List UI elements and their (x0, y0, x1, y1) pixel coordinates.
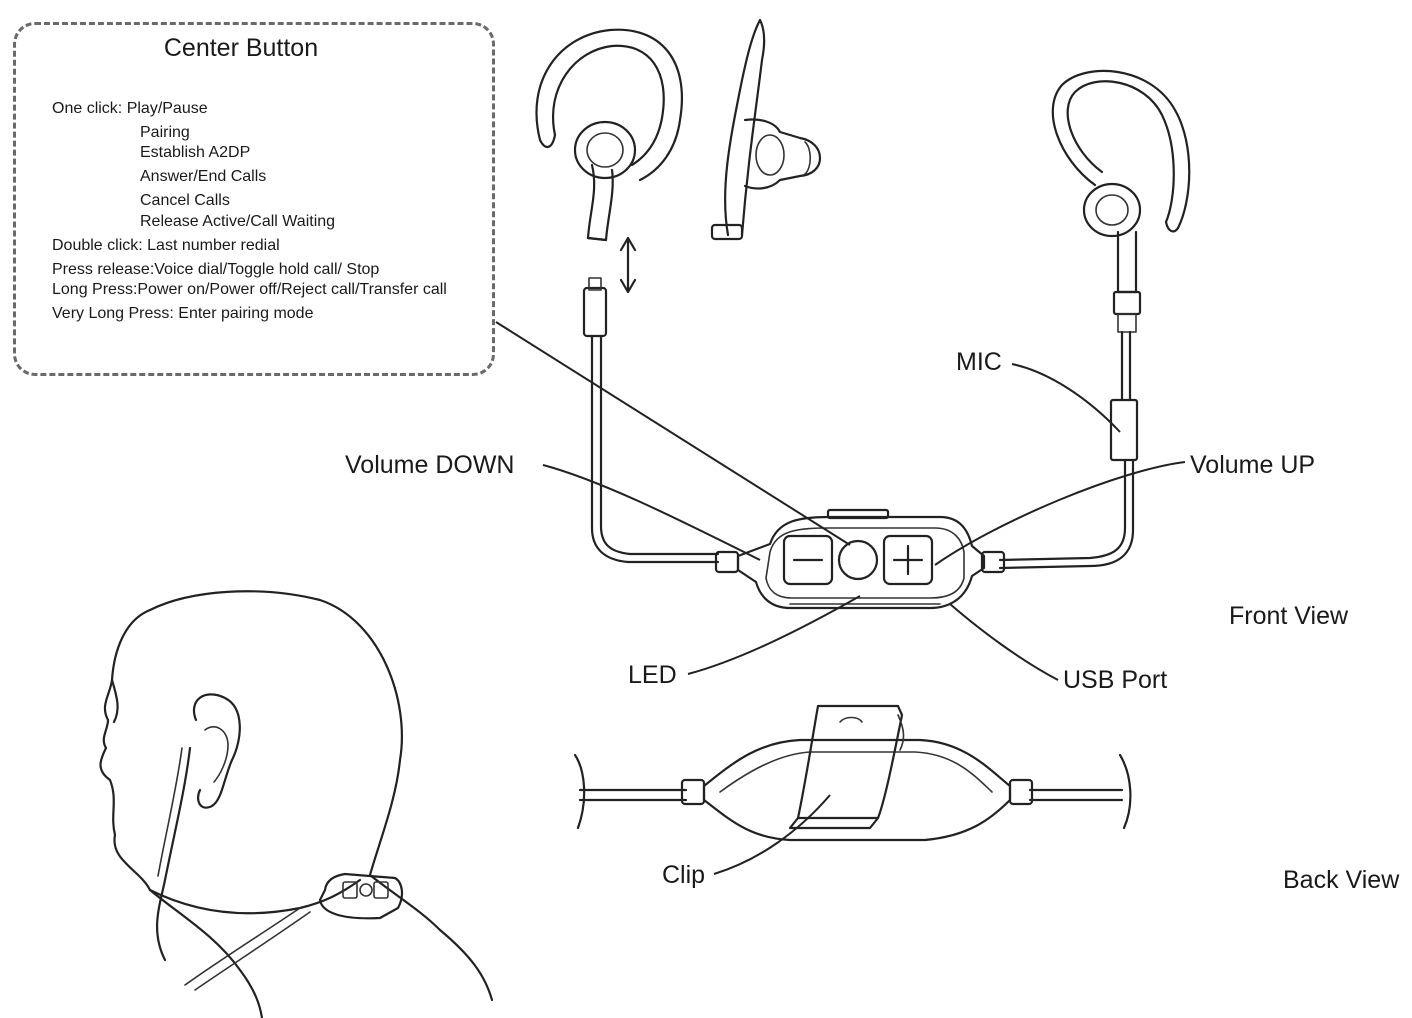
usb-port-label: USB Port (1063, 666, 1168, 694)
center-button-title: Center Button (163, 34, 319, 62)
center-button-line: Release Active/Call Waiting (140, 213, 336, 230)
head-wearing-headset-drawing (99, 590, 494, 1018)
left-ear-hook-drawing (535, 28, 683, 242)
volume-down-label: Volume DOWN (345, 451, 515, 479)
clip-label: Clip (662, 861, 706, 889)
center-button-line: Establish A2DP (140, 144, 251, 161)
leader-lines (495, 321, 1186, 875)
center-button-line: Answer/End Calls (140, 168, 267, 185)
center-button-panel (13, 22, 495, 376)
center-button-line: Long Press:Power on/Power off/Reject cal… (52, 281, 447, 298)
center-button-line: One click: Play/Pause (52, 100, 208, 117)
center-button-line: Pairing (140, 124, 190, 141)
front-view-label: Front View (1229, 602, 1349, 630)
cable-and-remote-front (590, 330, 1139, 610)
connector-drawing (582, 236, 637, 338)
center-button-line: Double click: Last number redial (52, 237, 280, 254)
back-view-label: Back View (1283, 866, 1400, 894)
center-button-line: Press release:Voice dial/Toggle hold cal… (52, 261, 380, 278)
back-view-drawing (573, 704, 1132, 842)
right-ear-hook-drawing (1051, 69, 1191, 333)
led-label: LED (628, 661, 677, 689)
mic-label: MIC (956, 348, 1002, 376)
center-button-line: Cancel Calls (140, 192, 230, 209)
side-ear-hook-drawing (710, 18, 822, 241)
center-button-line: Very Long Press: Enter pairing mode (52, 305, 314, 322)
volume-up-label: Volume UP (1190, 451, 1316, 479)
